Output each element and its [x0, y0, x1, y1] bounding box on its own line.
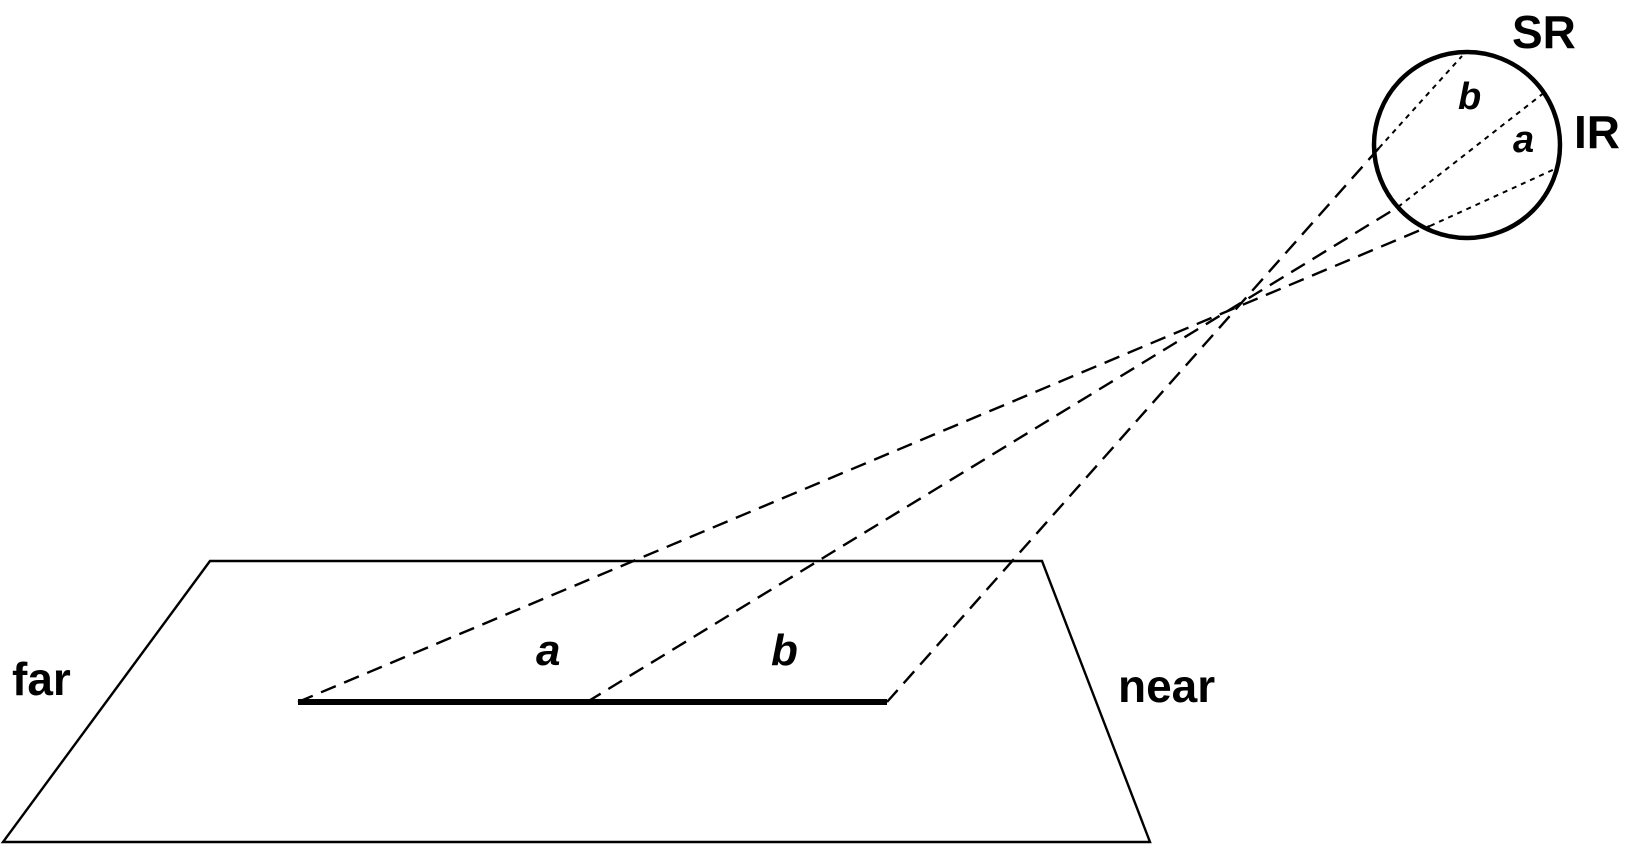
eye-b-label: b [1458, 76, 1481, 118]
plane-b-label: b [771, 626, 798, 675]
retina-ray-sr [1378, 55, 1463, 149]
far-label: far [12, 653, 71, 705]
near-label: near [1118, 660, 1215, 712]
plane-a-label: a [536, 626, 560, 675]
ir-label: IR [1574, 106, 1620, 158]
projection-line-near [886, 147, 1380, 703]
retina-ray-middle [1397, 91, 1546, 208]
sr-label: SR [1512, 6, 1576, 58]
retina-ray-ir [1429, 167, 1558, 227]
eye-circle [1371, 49, 1563, 241]
projection-line-far [297, 224, 1431, 704]
projection-line-middle [586, 205, 1399, 704]
ground-plane [0, 559, 1152, 844]
eye-a-label: a [1513, 119, 1534, 161]
